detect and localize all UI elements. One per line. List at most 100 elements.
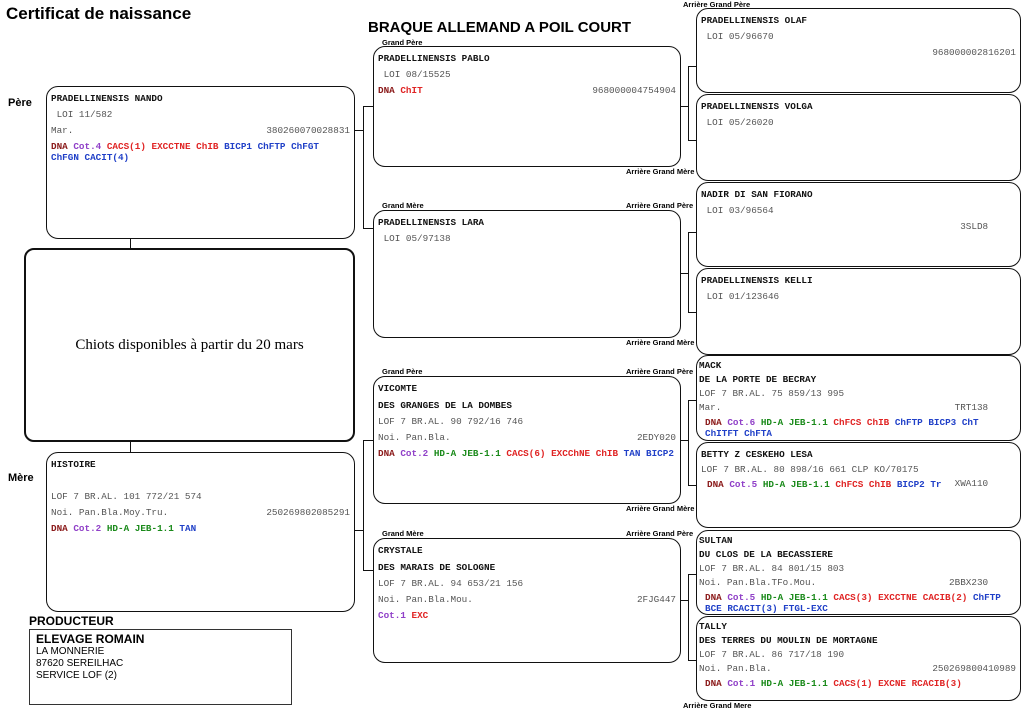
document-title: Certificat de naissance — [6, 4, 192, 23]
title-badge: HD-A — [760, 592, 784, 603]
title-badge: ChIB — [196, 141, 219, 152]
dog-info-text: Noi. Pan.Bla. — [378, 432, 451, 443]
title-badge: HD-A — [760, 678, 784, 689]
dog-info-line: LOF 7 BR.AL. 101 772/21 574 — [51, 489, 350, 505]
label-mere: Mère — [8, 472, 34, 484]
title-badge: JEB-1.1 — [461, 448, 501, 459]
label-arriere-grand-mere: Arrière Grand Mère — [626, 167, 695, 176]
producer-service-line: SERVICE LOF (2) — [36, 670, 117, 681]
label-arriere-grand-mere: Arrière Grand Mère — [626, 504, 695, 513]
label-arriere-grand-mere: Arrière Grand Mere — [683, 701, 752, 710]
dog-info-text: Noi. Pan.Bla. — [699, 663, 772, 674]
title-badge: Cot.6 — [727, 417, 756, 428]
dog-identification: 2BBX230 — [949, 577, 1016, 588]
producer-address-line: 87620 SEREILHAC — [36, 658, 124, 669]
dog-info-text: Mar. — [699, 402, 722, 413]
dog-info-text: LOI 11/582 — [51, 109, 113, 120]
dog-name: PRADELLINENSIS KELLI — [701, 275, 813, 286]
dog-tests-titles: Cot.1 EXC — [378, 610, 676, 621]
title-badge: Tr — [930, 479, 942, 490]
dog-name: HISTOIRE — [51, 459, 96, 470]
dog-name: DES GRANGES DE LA DOMBES — [378, 400, 512, 411]
dog-name: DES MARAIS DE SOLOGNE — [378, 562, 496, 573]
dog-info-text: LOI 01/123646 — [701, 291, 780, 302]
dog-info-line: LOI 05/96670 — [701, 29, 1016, 45]
title-badge: JEB-1.1 — [788, 678, 828, 689]
dog-info-line: Mar. TRT138 — [699, 401, 1016, 415]
title-badge: EXCCTNE — [151, 141, 191, 152]
dog-info-line: Mar.380260070028831 — [51, 123, 350, 139]
title-badge: ChIB — [866, 417, 890, 428]
puppies-availability-text: Chiots disponibles à partir du 20 mars — [75, 336, 304, 353]
dog-info-line: LOF 7 BR.AL. 75 859/13 995 — [699, 387, 1016, 401]
dog-info-text: LOI 03/96564 — [701, 205, 774, 216]
dog-info-text: LOI 05/96670 — [701, 31, 774, 42]
dog-tests-titles: DNA Cot.2 HD-A JEB-1.1 TAN — [51, 523, 350, 534]
dog-identification: 968000004754904 — [592, 85, 676, 96]
dog-info-text: LOF 7 BR.AL. 84 801/15 803 — [699, 563, 845, 574]
dog-info-line: Noi. Pan.Bla.250269800410989 — [699, 662, 1016, 676]
title-badge: Cot.5 — [727, 592, 756, 603]
dog-info-text: LOF 7 BR.AL. 80 898/16 661 CLP KO/70175 — [701, 464, 919, 475]
dog-info-line: Noi. Pan.Bla.Mou.2FJG447 — [378, 592, 676, 608]
title-badge: BCE — [705, 603, 722, 614]
dog-info-line: LOI 08/15525 — [378, 67, 676, 83]
dog-card-agm2: PRADELLINENSIS KELLI LOI 01/123646 — [696, 268, 1021, 355]
dog-tests-titles: DNA Cot.4 CACS(1) EXCCTNE ChIB BICP1 ChF… — [51, 141, 350, 163]
title-badge: BICP2 — [896, 479, 925, 490]
title-badge: RCACIB(3) — [911, 678, 962, 689]
title-badge: EXCCTNE — [878, 592, 918, 603]
title-badge: Cot.2 — [73, 523, 102, 534]
dog-name: DE LA PORTE DE BECRAY — [699, 374, 817, 385]
dog-tests-titles: DNA Cot.5 HD-A JEB-1.1 ChFCS ChIB BICP2 … — [701, 479, 1016, 490]
puppies-availability-box: Chiots disponibles à partir du 20 mars — [24, 248, 355, 442]
label-arriere-grand-pere: Arrière Grand Père — [626, 367, 694, 376]
title-badge: Cot.4 — [73, 141, 102, 152]
title-badge: HD-A — [762, 479, 786, 490]
label-grand-pere: Grand Père — [382, 367, 423, 376]
dog-identification: XWA110 — [954, 478, 1016, 489]
dog-tests-titles: DNA ChIT — [378, 85, 676, 96]
title-badge: DNA — [705, 592, 722, 603]
label-arriere-grand-mere: Arrière Grand Mère — [626, 338, 695, 347]
title-badge: HD-A — [106, 523, 130, 534]
title-badge: JEB-1.1 — [788, 592, 828, 603]
title-badge: JEB-1.1 — [788, 417, 828, 428]
dog-info-text: LOI 05/26020 — [701, 117, 774, 128]
dog-info-line: LOI 05/97138 — [378, 231, 676, 247]
label-pere: Père — [8, 97, 32, 109]
dog-info-text: LOF 7 BR.AL. 75 859/13 995 — [699, 388, 845, 399]
title-badge: Cot.2 — [400, 448, 429, 459]
title-badge: Cot.1 — [378, 610, 406, 621]
title-badge: DNA — [705, 417, 722, 428]
dog-card-gm1: PRADELLINENSIS LARA LOI 05/97138 — [373, 210, 681, 338]
title-badge: ChIB — [595, 448, 619, 459]
dog-info-line: Noi. Pan.Bla.2EDY020 — [378, 430, 676, 446]
dog-info-text: LOF 7 BR.AL. 86 717/18 190 — [699, 649, 845, 660]
dog-name: DU CLOS DE LA BECASSIERE — [699, 549, 833, 560]
dog-info-line: LOF 7 BR.AL. 94 653/21 156 — [378, 576, 676, 592]
title-badge: CACS(1) — [106, 141, 146, 152]
title-badge: ChFGN — [51, 152, 79, 163]
title-badge: DNA — [378, 448, 395, 459]
dog-tests-titles: DNA Cot.2 HD-A JEB-1.1 CACS(6) EXCChNE C… — [378, 448, 676, 459]
title-badge: ChFTP — [972, 592, 1001, 603]
title-badge: ChFTP — [257, 141, 286, 152]
label-grand-mere: Grand Mère — [382, 201, 424, 210]
title-badge: EXCChNE — [551, 448, 591, 459]
title-badge: EXC — [411, 610, 429, 621]
dog-identification: TRT138 — [954, 402, 1016, 413]
dog-name: NADIR DI SAN FIORANO — [701, 189, 813, 200]
title-badge: TAN — [179, 523, 197, 534]
title-badge: CACS(1) — [833, 678, 873, 689]
title-badge: HD-A — [760, 417, 784, 428]
dog-info-line: LOF 7 BR.AL. 86 717/18 190 — [699, 648, 1016, 662]
label-grand-mere: Grand Mère — [382, 529, 424, 538]
title-badge: ChIT — [400, 85, 423, 96]
